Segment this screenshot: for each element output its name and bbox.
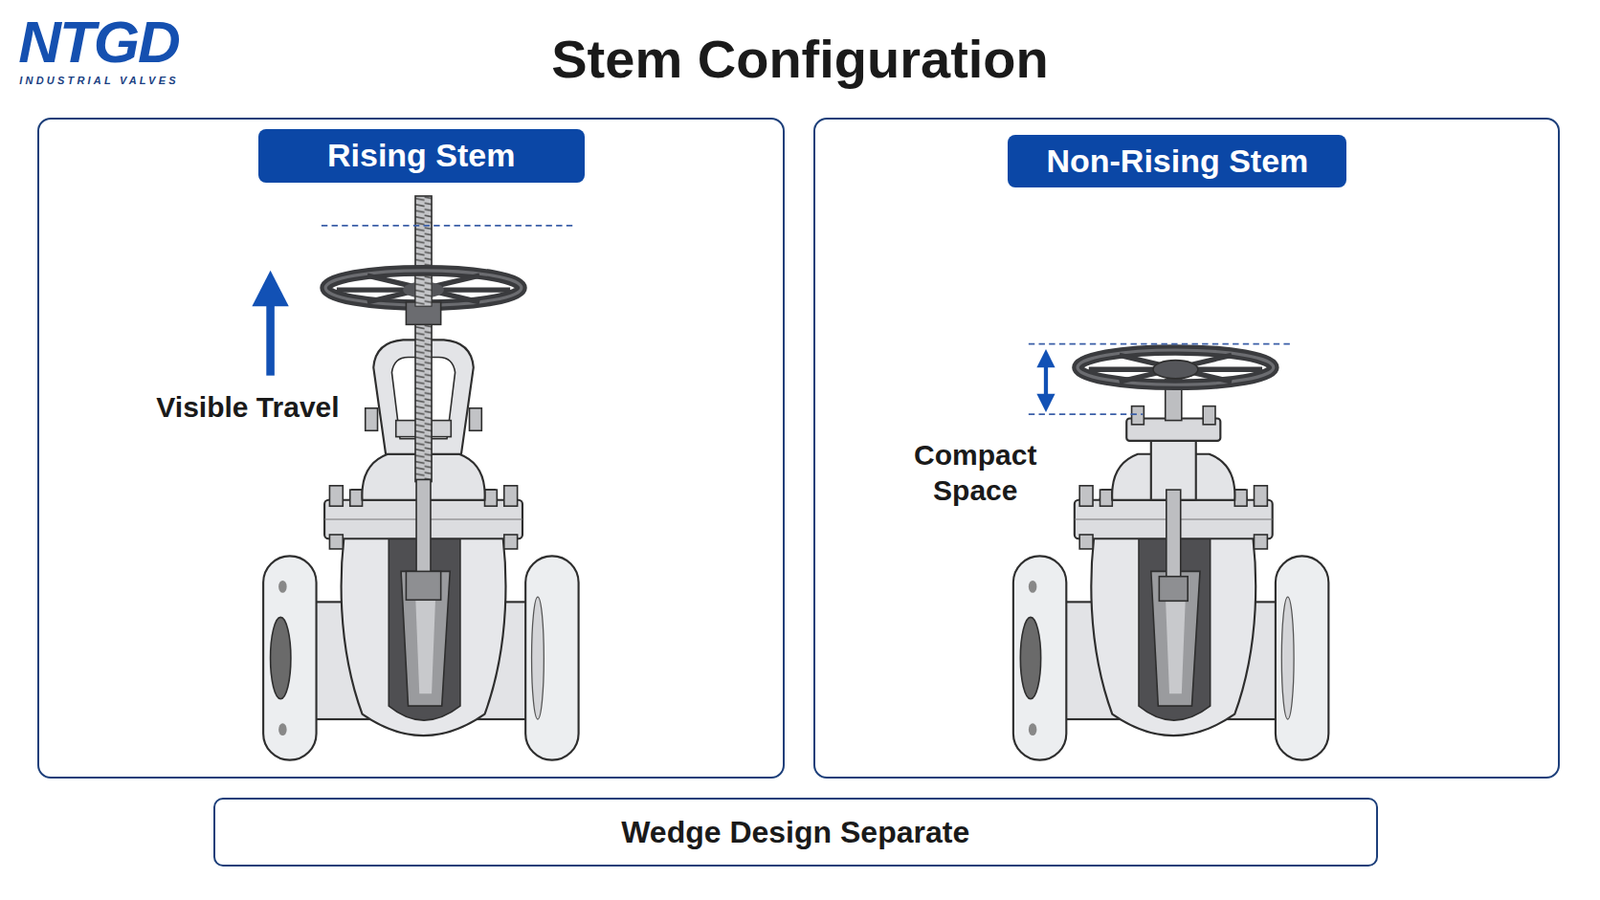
callout-label: Visible Travel: [130, 390, 365, 426]
footer-text: Wedge Design Separate: [621, 814, 970, 852]
panel-heading: Non-Rising Stem: [1007, 134, 1347, 188]
page-title: Stem Configuration: [551, 27, 1049, 90]
logo-wordmark: NTGD: [18, 12, 179, 72]
footer-box: Wedge Design Separate: [213, 798, 1378, 868]
panel-heading: Rising Stem: [258, 129, 585, 182]
heading-text: Non-Rising Stem: [1045, 141, 1309, 181]
callout-label: Compact Space: [898, 438, 1052, 509]
logo-subtitle: INDUSTRIAL VALVES: [19, 75, 178, 87]
option-panel: Visible Travel Rising Stem: [37, 117, 785, 779]
heading-text: Rising Stem: [327, 135, 515, 176]
option-panel: Compact Space Non-Rising Stem: [813, 117, 1561, 779]
